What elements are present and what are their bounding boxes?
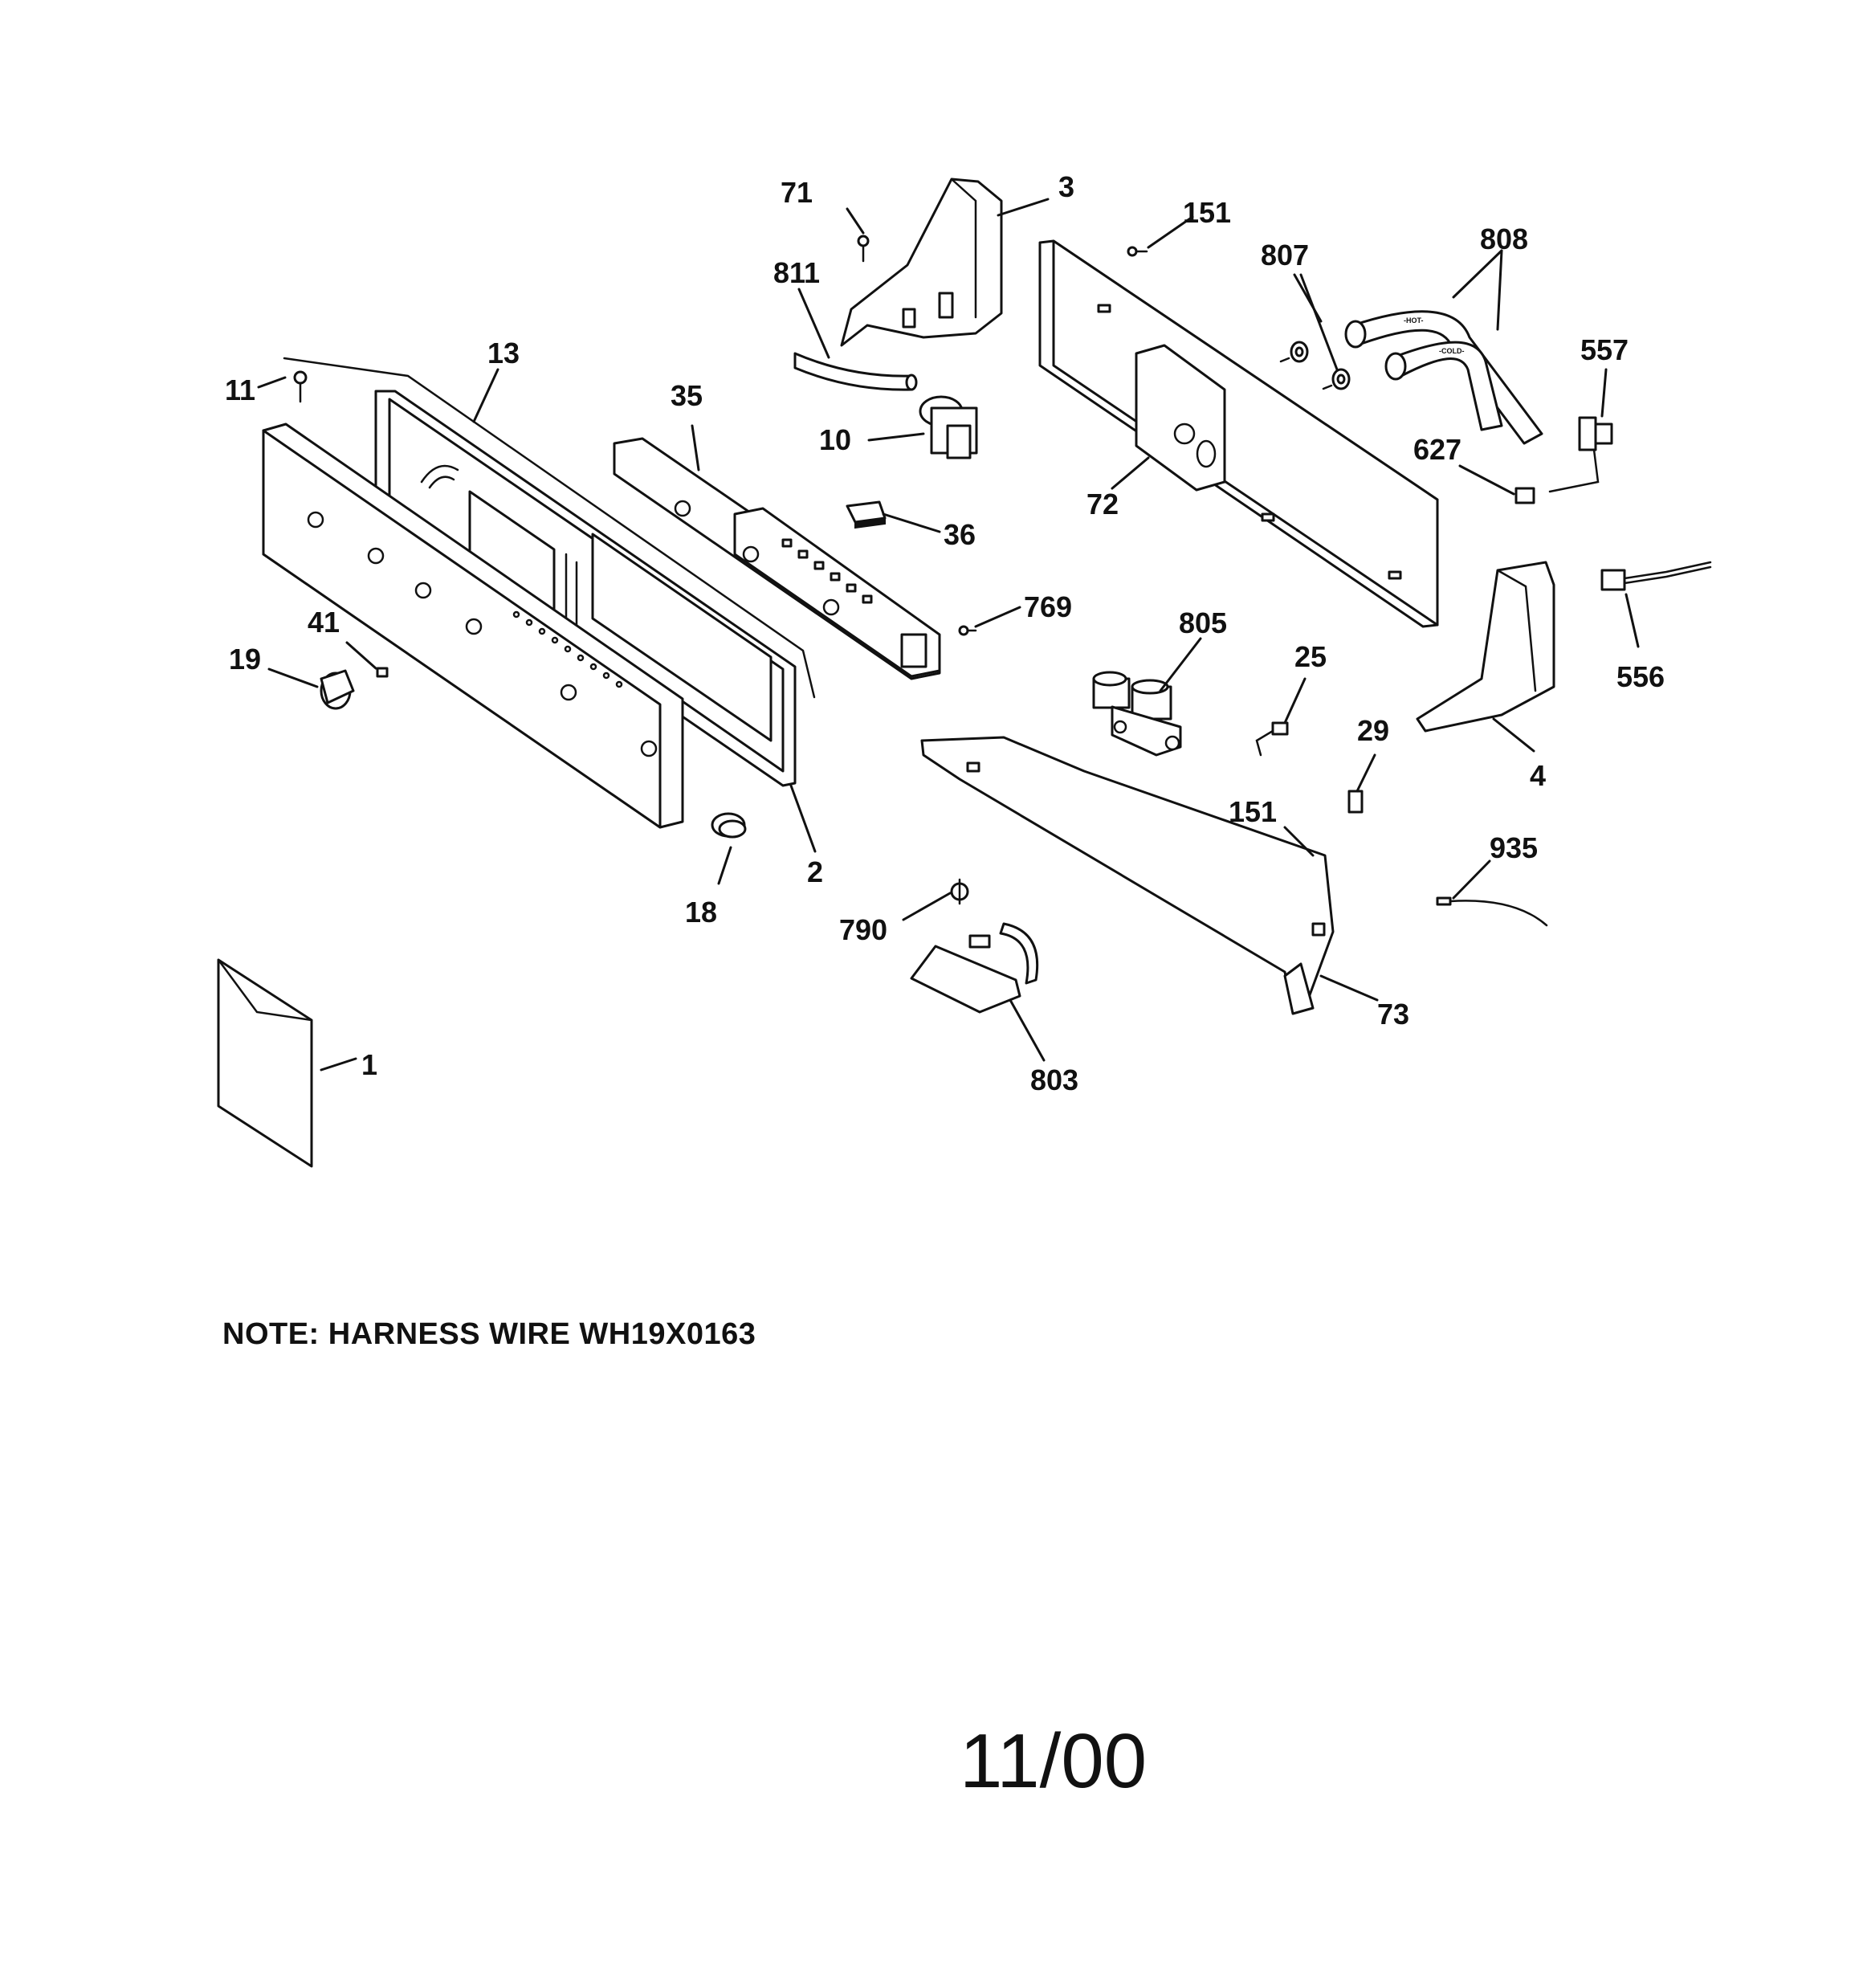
indicator-dots bbox=[512, 610, 623, 688]
callout-1: 1 bbox=[361, 1048, 377, 1081]
callout-808: 808 bbox=[1480, 222, 1528, 255]
harness-wire-note: NOTE: HARNESS WIRE WH19X0163 bbox=[222, 1317, 756, 1351]
part-73-lower-rail bbox=[920, 736, 1335, 1015]
callout-41: 41 bbox=[308, 606, 340, 639]
revision-date: 11/00 bbox=[960, 1718, 1148, 1804]
part-4-right-endcap bbox=[1416, 561, 1555, 733]
callout-3: 3 bbox=[1058, 170, 1074, 203]
part-557-cord-bracket bbox=[1548, 416, 1613, 493]
part-151-screw-top bbox=[1127, 246, 1148, 257]
callout-807: 807 bbox=[1261, 239, 1309, 271]
callout-73: 73 bbox=[1377, 998, 1409, 1031]
hose-hot-label: -HOT- bbox=[1404, 316, 1424, 325]
callout-35: 35 bbox=[671, 379, 703, 412]
part-803-bracket bbox=[910, 922, 1039, 1014]
part-72-back-panel bbox=[1038, 239, 1439, 628]
callout-769: 769 bbox=[1024, 590, 1072, 623]
callout-4: 4 bbox=[1530, 759, 1546, 792]
part-790-hose-clamp bbox=[950, 878, 969, 905]
callout-557: 557 bbox=[1580, 333, 1629, 366]
callout-19: 19 bbox=[229, 643, 261, 676]
part-805-water-valve bbox=[1092, 671, 1182, 757]
part-3-left-endcap bbox=[840, 178, 1003, 347]
part-808-inlet-hoses: -HOT- -COLD- bbox=[1344, 310, 1543, 445]
part-13-front-panel bbox=[262, 423, 684, 829]
part-556-connector bbox=[1600, 561, 1712, 591]
part-769-screw bbox=[958, 625, 977, 636]
part-627-plug bbox=[1514, 487, 1535, 504]
callout-2: 2 bbox=[807, 855, 823, 888]
part-18-grommet bbox=[711, 812, 747, 839]
part-36-clip bbox=[846, 500, 887, 529]
part-19-knob bbox=[320, 669, 355, 710]
leader-lines bbox=[257, 198, 1640, 1072]
callout-803: 803 bbox=[1030, 1063, 1078, 1096]
part-29-clip bbox=[1347, 790, 1364, 814]
callout-935: 935 bbox=[1490, 831, 1538, 864]
callout-72: 72 bbox=[1086, 488, 1119, 520]
callout-805: 805 bbox=[1179, 606, 1227, 639]
part-11-screw bbox=[293, 370, 308, 403]
callout-71: 71 bbox=[781, 176, 813, 209]
part-25-wire-clip bbox=[1255, 721, 1289, 757]
callout-18: 18 bbox=[685, 896, 717, 929]
callout-556: 556 bbox=[1616, 660, 1665, 693]
callout-11: 11 bbox=[225, 374, 255, 406]
callout-25: 25 bbox=[1294, 640, 1327, 673]
part-811-hose bbox=[793, 352, 918, 391]
callout-13: 13 bbox=[487, 337, 520, 369]
part-1-literature-packet bbox=[217, 958, 313, 1168]
part-807-washers bbox=[1279, 341, 1351, 390]
part-41-setscrew bbox=[376, 667, 389, 678]
hose-cold-label: -COLD- bbox=[1439, 347, 1465, 355]
callout-labels: 71 3 811 151 807 808 13 11 35 10 557 627… bbox=[225, 170, 1665, 1096]
callout-151-top: 151 bbox=[1183, 196, 1231, 229]
part-13-control-panel-backsplash bbox=[283, 357, 816, 787]
callout-790: 790 bbox=[839, 913, 887, 946]
callout-29: 29 bbox=[1357, 714, 1389, 747]
part-10-pressure-switch bbox=[919, 395, 978, 459]
callout-151-bottom: 151 bbox=[1229, 795, 1277, 828]
callout-36: 36 bbox=[944, 518, 976, 551]
board-buttons bbox=[781, 538, 873, 604]
part-935-ground-wire bbox=[1436, 896, 1548, 927]
callout-10: 10 bbox=[819, 423, 851, 456]
callout-627: 627 bbox=[1413, 433, 1461, 466]
callout-811: 811 bbox=[773, 256, 820, 289]
part-35-control-board bbox=[613, 437, 941, 680]
part-71-screw bbox=[857, 235, 870, 263]
